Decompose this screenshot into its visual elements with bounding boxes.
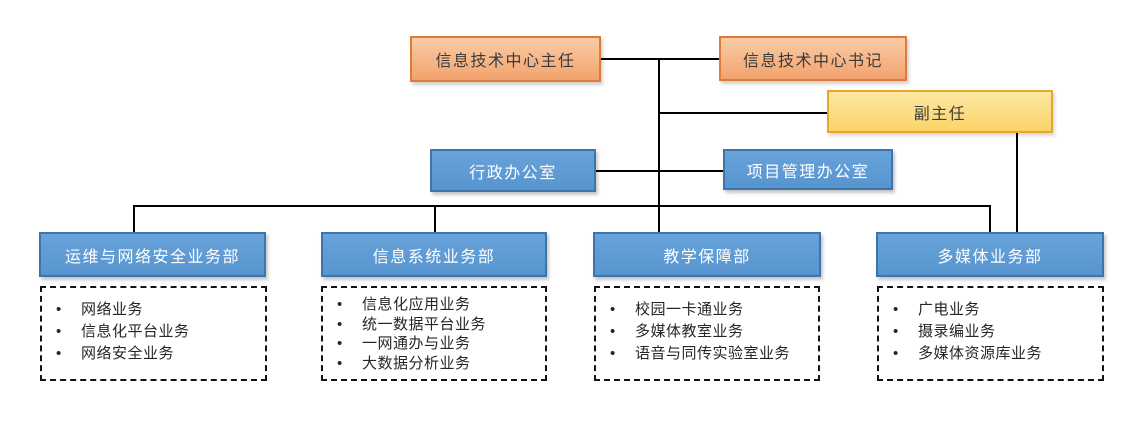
node-deputy-director-label: 副主任 <box>913 105 967 123</box>
duty-item-label: 广电业务 <box>918 301 981 318</box>
bullet-icon: • <box>337 354 343 372</box>
duty-item-label: 语音与同传实验室业务 <box>635 345 791 362</box>
duty-item-label: 网络安全业务 <box>81 345 175 362</box>
duty-item-label: 统一数据平台业务 <box>362 315 487 333</box>
duty-item-label: 大数据分析业务 <box>362 354 471 372</box>
bullet-icon: • <box>56 323 62 340</box>
node-project-office: 项目管理办公室 <box>723 149 893 190</box>
connector-deputy-vertical <box>1016 132 1018 233</box>
duty-list: • 信息化应用业务 • 统一数据平台业务 • 一网通办与业务 • 大数据分析业务 <box>323 288 545 373</box>
duty-item-label: 多媒体教室业务 <box>635 323 744 340</box>
node-director: 信息技术中心主任 <box>410 36 601 82</box>
bullet-icon: • <box>337 315 343 333</box>
bullet-icon: • <box>893 301 899 318</box>
node-dept-multimedia: 多媒体业务部 <box>876 232 1104 277</box>
connector-drop-dept-1 <box>133 205 135 233</box>
list-item: • 广电业务 <box>891 299 1098 321</box>
duty-list-multimedia: • 广电业务 • 摄录编业务 • 多媒体资源库业务 <box>877 286 1104 381</box>
connector-admin-project <box>596 170 725 172</box>
bullet-icon: • <box>610 301 616 318</box>
node-dept-teaching-support-label: 教学保障部 <box>663 248 751 266</box>
node-admin-office-label: 行政办公室 <box>469 164 557 182</box>
node-secretary-label: 信息技术中心书记 <box>742 52 883 70</box>
list-item: • 摄录编业务 <box>891 321 1098 343</box>
node-dept-info-systems: 信息系统业务部 <box>321 232 547 277</box>
list-item: • 一网通办与业务 <box>335 334 541 354</box>
duty-item-label: 一网通办与业务 <box>362 335 471 352</box>
node-project-office-label: 项目管理办公室 <box>746 163 870 181</box>
list-item: • 语音与同传实验室业务 <box>608 343 814 365</box>
bullet-icon: • <box>893 323 899 340</box>
list-item: • 信息化应用业务 <box>335 295 541 315</box>
duty-list-info-systems: • 信息化应用业务 • 统一数据平台业务 • 一网通办与业务 • 大数据分析业务 <box>321 286 547 381</box>
duty-list: • 校园一卡通业务 • 多媒体教室业务 • 语音与同传实验室业务 <box>596 288 818 365</box>
duty-list-teaching-support: • 校园一卡通业务 • 多媒体教室业务 • 语音与同传实验室业务 <box>594 286 820 381</box>
list-item: • 网络安全业务 <box>54 343 261 365</box>
node-director-label: 信息技术中心主任 <box>435 53 576 70</box>
node-dept-multimedia-label: 多媒体业务部 <box>937 248 1043 266</box>
duty-list: • 网络业务 • 信息化平台业务 • 网络安全业务 <box>42 288 265 365</box>
list-item: • 多媒体教室业务 <box>608 321 814 343</box>
connector-to-deputy <box>658 112 829 114</box>
node-dept-info-systems-label: 信息系统业务部 <box>372 248 496 266</box>
node-dept-ops-network-security: 运维与网络安全业务部 <box>39 232 266 277</box>
duty-item-label: 多媒体资源库业务 <box>918 345 1043 362</box>
list-item: • 统一数据平台业务 <box>335 315 541 335</box>
duty-item-label: 摄录编业务 <box>918 323 996 340</box>
node-dept-teaching-support: 教学保障部 <box>593 232 821 277</box>
list-item: • 信息化平台业务 <box>54 321 261 343</box>
bullet-icon: • <box>893 345 899 362</box>
list-item: • 大数据分析业务 <box>335 354 541 374</box>
node-dept-ops-network-security-label: 运维与网络安全业务部 <box>64 248 240 266</box>
list-item: • 多媒体资源库业务 <box>891 343 1098 365</box>
duty-item-label: 信息化平台业务 <box>81 323 190 340</box>
node-secretary: 信息技术中心书记 <box>719 36 907 81</box>
bullet-icon: • <box>56 345 62 362</box>
connector-drop-dept-2 <box>434 205 436 233</box>
node-admin-office: 行政办公室 <box>430 149 596 192</box>
duty-item-label: 网络业务 <box>81 301 144 318</box>
duty-list: • 广电业务 • 摄录编业务 • 多媒体资源库业务 <box>879 288 1102 365</box>
bullet-icon: • <box>610 345 616 362</box>
bullet-icon: • <box>337 335 343 352</box>
connector-director-secretary <box>601 58 721 60</box>
bullet-icon: • <box>56 301 62 318</box>
node-deputy-director: 副主任 <box>827 90 1053 133</box>
connector-main-horizontal <box>133 205 991 207</box>
duty-list-ops-network-security: • 网络业务 • 信息化平台业务 • 网络安全业务 <box>40 286 267 381</box>
duty-item-label: 信息化应用业务 <box>362 296 471 313</box>
bullet-icon: • <box>610 323 616 340</box>
connector-center-vertical <box>658 58 660 233</box>
bullet-icon: • <box>337 296 343 313</box>
duty-item-label: 校园一卡通业务 <box>635 301 744 318</box>
list-item: • 网络业务 <box>54 299 261 321</box>
connector-drop-dept-4 <box>989 205 991 233</box>
list-item: • 校园一卡通业务 <box>608 299 814 321</box>
